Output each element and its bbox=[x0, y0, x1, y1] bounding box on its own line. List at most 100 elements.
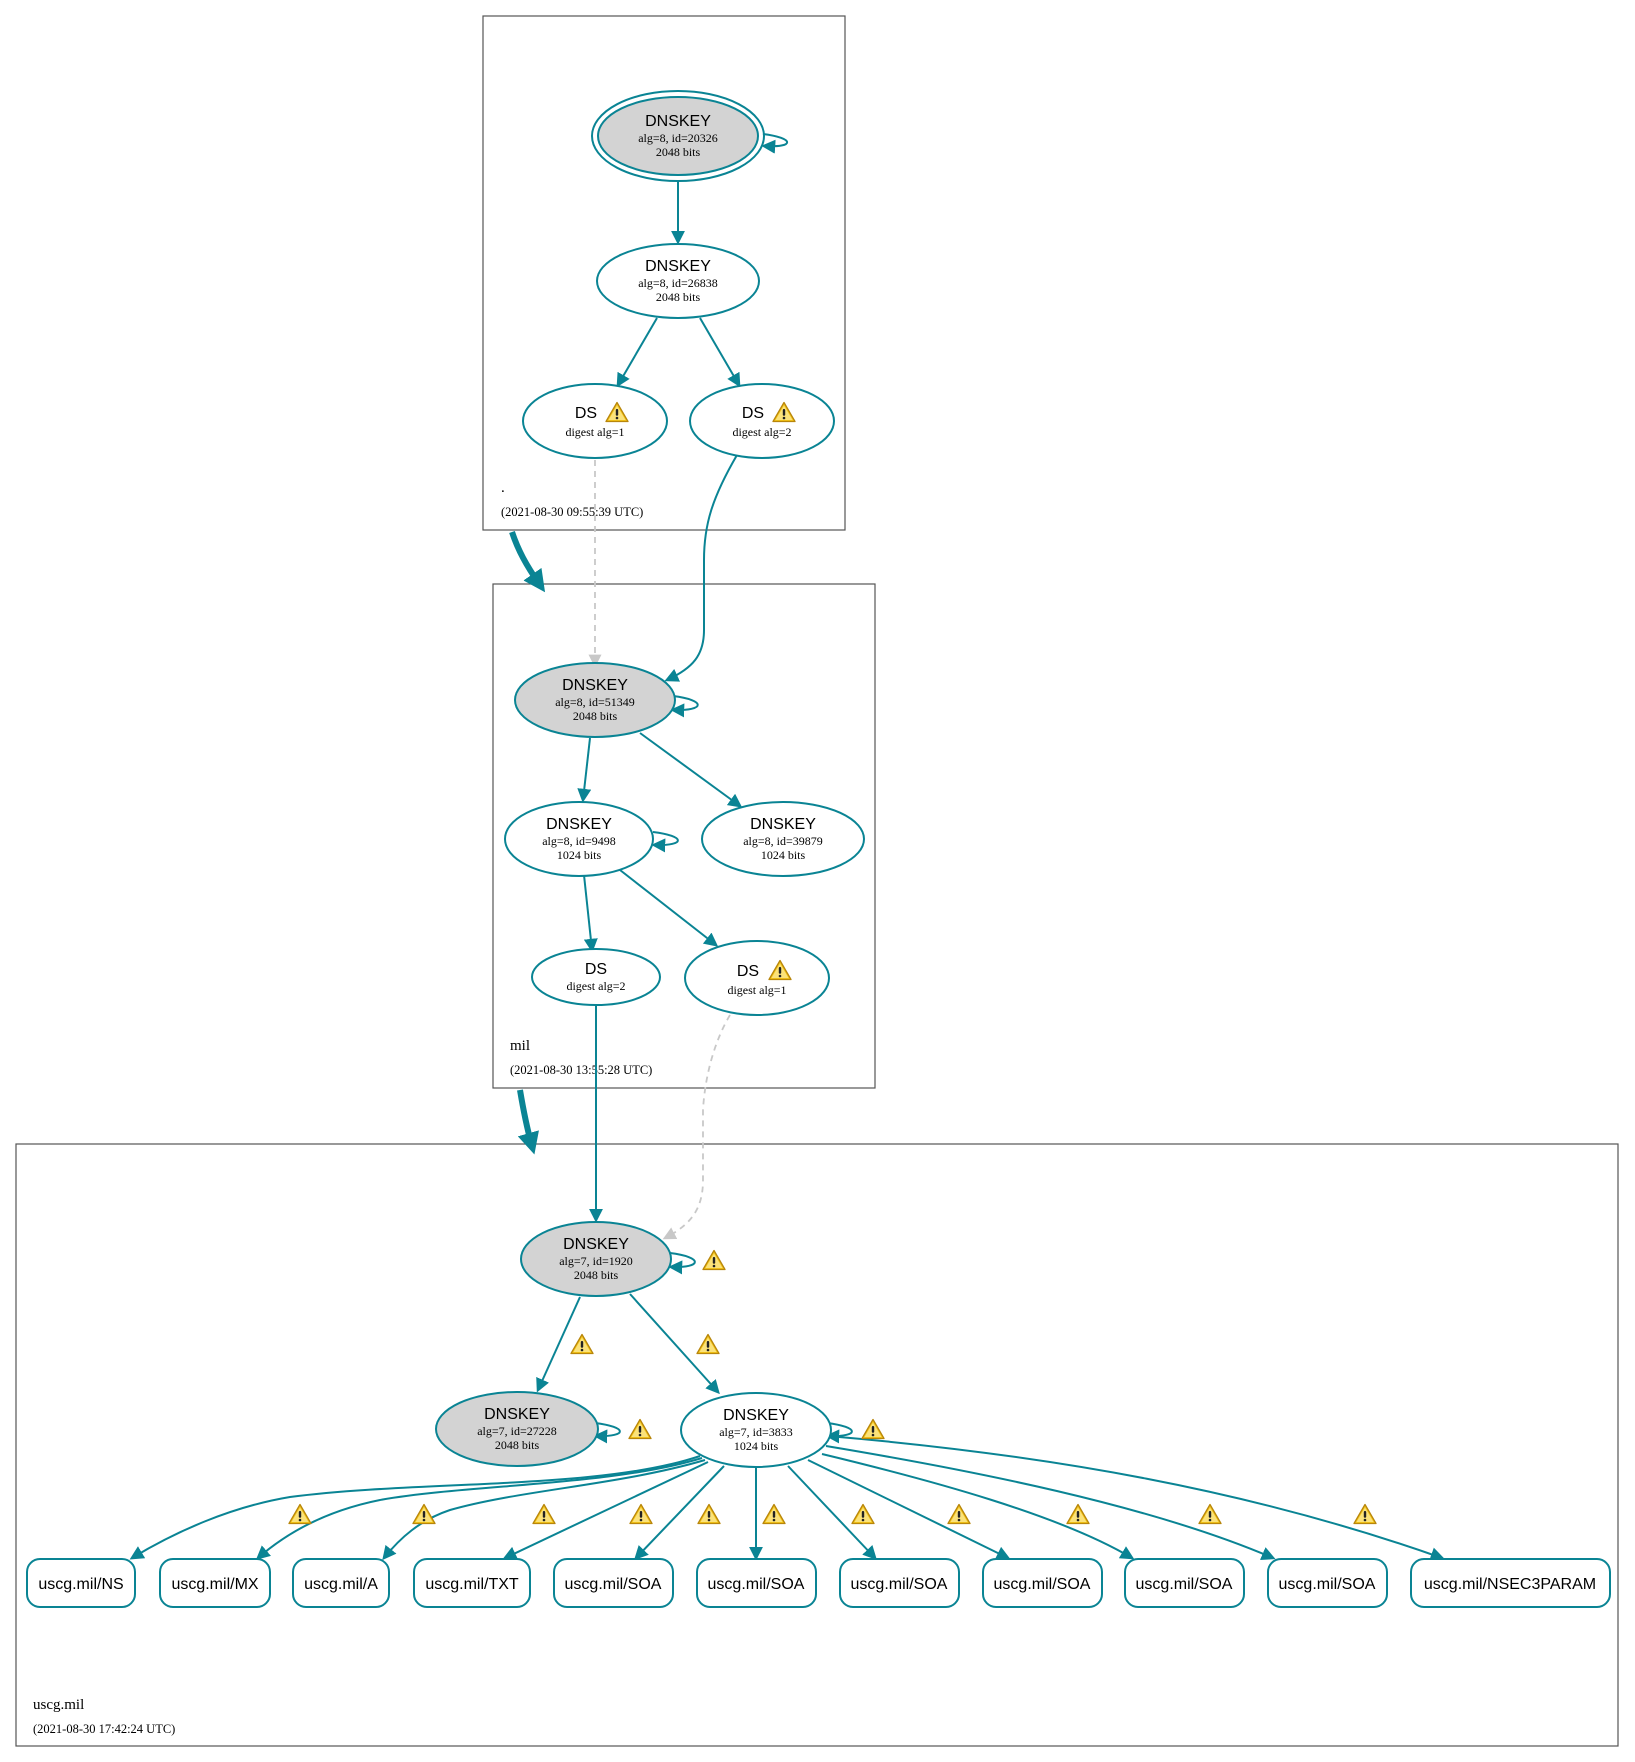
node-title: DNSKEY bbox=[645, 113, 711, 130]
node-digest-alg: digest alg=1 bbox=[565, 425, 624, 439]
delegation-arrow-root-to-mil bbox=[509, 531, 546, 593]
node-key-size: 2048 bits bbox=[573, 709, 618, 723]
edge-root-zsk-to-ds1 bbox=[616, 317, 658, 388]
edge-zsk-to-rrset-mx bbox=[255, 1457, 703, 1560]
node-key-size: 2048 bits bbox=[495, 1438, 540, 1452]
rrset-node[interactable]: uscg.mil/NSEC3PARAM bbox=[1410, 1558, 1611, 1608]
self-sign-edge bbox=[651, 831, 679, 853]
edge-zsk-to-rrset-nsec3param bbox=[827, 1435, 1445, 1561]
rrset-label: uscg.mil/MX bbox=[171, 1576, 258, 1593]
edge-zsk-to-rrset-soa-5 bbox=[821, 1453, 1135, 1560]
rrset-node[interactable]: uscg.mil/SOA bbox=[1124, 1558, 1245, 1608]
node-alg-id: alg=8, id=39879 bbox=[743, 834, 823, 848]
edge-mil-ksk-to-zsk1 bbox=[577, 737, 592, 803]
node-digest-alg: digest alg=2 bbox=[732, 425, 791, 439]
node-title: DNSKEY bbox=[484, 1406, 550, 1423]
dnskey-node-uscg-zsk[interactable]: DNSKEY alg=7, id=3833 1024 bits bbox=[680, 1392, 832, 1468]
node-alg-id: alg=8, id=20326 bbox=[638, 131, 718, 145]
dnskey-node-root-ksk[interactable]: DNSKEY alg=8, id=20326 2048 bits bbox=[591, 90, 765, 182]
node-title: DS bbox=[737, 963, 759, 980]
zone-root-name: . bbox=[501, 480, 505, 496]
node-key-size: 1024 bits bbox=[557, 848, 602, 862]
dnskey-node-uscg-ksk2[interactable]: DNSKEY alg=7, id=27228 2048 bits bbox=[435, 1391, 599, 1467]
node-digest-alg: digest alg=1 bbox=[727, 983, 786, 997]
self-sign-edge bbox=[593, 1422, 621, 1444]
edge-zsk-to-rrset-a bbox=[382, 1459, 706, 1561]
zone-uscg-timestamp: (2021-08-30 17:42:24 UTC) bbox=[33, 1722, 175, 1736]
ds-node-mil-ds1[interactable]: DS digest alg=1 bbox=[684, 940, 830, 1016]
node-title: DS bbox=[585, 961, 607, 978]
rrset-label: uscg.mil/SOA bbox=[708, 1576, 805, 1593]
node-title: DNSKEY bbox=[645, 258, 711, 275]
rrset-node[interactable]: uscg.mil/SOA bbox=[1267, 1558, 1388, 1608]
rrset-label: uscg.mil/SOA bbox=[851, 1576, 948, 1593]
rrset-node[interactable]: uscg.mil/TXT bbox=[413, 1558, 531, 1608]
rrset-label: uscg.mil/SOA bbox=[1136, 1576, 1233, 1593]
edge-mil-zsk1-to-ds1 bbox=[619, 869, 719, 947]
self-sign-edge bbox=[670, 695, 699, 718]
self-sign-edge bbox=[761, 133, 788, 154]
node-title: DNSKEY bbox=[750, 816, 816, 833]
edge-zsk-to-rrset-soa-6 bbox=[825, 1445, 1276, 1561]
delegation-arrow-mil-to-uscg bbox=[517, 1089, 539, 1155]
node-title: DNSKEY bbox=[723, 1407, 789, 1424]
edge-root-zsk-to-ds2 bbox=[699, 317, 741, 388]
edge-uscg-ksk-to-ksk2 bbox=[536, 1296, 581, 1393]
node-key-size: 1024 bits bbox=[761, 848, 806, 862]
node-title: DNSKEY bbox=[546, 816, 612, 833]
node-key-size: 2048 bits bbox=[656, 145, 701, 159]
rrset-label: uscg.mil/NS bbox=[38, 1576, 123, 1593]
edge-zsk-to-rrset-soa-3 bbox=[787, 1465, 877, 1561]
node-alg-id: alg=8, id=51349 bbox=[555, 695, 635, 709]
dnskey-node-root-zsk[interactable]: DNSKEY alg=8, id=26838 2048 bits bbox=[596, 243, 760, 319]
edge-zsk-to-rrset-soa-1 bbox=[634, 1465, 725, 1561]
rrset-label: uscg.mil/A bbox=[304, 1576, 378, 1593]
edge-zsk-to-rrset-txt bbox=[502, 1461, 709, 1560]
node-title: DNSKEY bbox=[563, 1236, 629, 1253]
node-alg-id: alg=7, id=1920 bbox=[559, 1254, 633, 1268]
ds-node-root-ds1[interactable]: DS digest alg=1 bbox=[522, 383, 668, 459]
self-sign-edge bbox=[668, 1252, 696, 1275]
zone-mil-name: mil bbox=[510, 1038, 530, 1054]
node-alg-id: alg=8, id=26838 bbox=[638, 276, 718, 290]
edge-root-ds2-to-mil-ksk bbox=[664, 454, 738, 682]
edge-uscg-ksk-to-zsk bbox=[629, 1293, 720, 1395]
node-key-size: 2048 bits bbox=[574, 1268, 619, 1282]
node-title: DS bbox=[742, 405, 764, 422]
rrset-label: uscg.mil/SOA bbox=[1279, 1576, 1376, 1593]
node-key-size: 1024 bits bbox=[734, 1439, 779, 1453]
rrset-node[interactable]: uscg.mil/SOA bbox=[553, 1558, 674, 1608]
node-key-size: 2048 bits bbox=[656, 290, 701, 304]
edge-mil-zsk1-to-ds2 bbox=[583, 874, 598, 953]
edge-zsk-to-rrset-soa-4 bbox=[807, 1459, 1011, 1560]
rrset-node[interactable]: uscg.mil/MX bbox=[159, 1558, 271, 1608]
rrset-node[interactable]: uscg.mil/SOA bbox=[982, 1558, 1103, 1608]
rrset-node[interactable]: uscg.mil/NS bbox=[26, 1558, 136, 1608]
node-alg-id: alg=7, id=27228 bbox=[477, 1424, 557, 1438]
zone-root-timestamp: (2021-08-30 09:55:39 UTC) bbox=[501, 505, 643, 519]
node-alg-id: alg=8, id=9498 bbox=[542, 834, 616, 848]
rrset-label: uscg.mil/NSEC3PARAM bbox=[1424, 1576, 1596, 1593]
rrset-label: uscg.mil/SOA bbox=[565, 1576, 662, 1593]
node-title: DNSKEY bbox=[562, 677, 628, 694]
zone-uscg-name: uscg.mil bbox=[33, 1697, 84, 1713]
edge-zsk-to-rrset-ns bbox=[129, 1455, 701, 1560]
dnskey-node-mil-ksk[interactable]: DNSKEY alg=8, id=51349 2048 bits bbox=[514, 662, 676, 738]
edge-dashed-mil-ds1-to-uscg-ksk bbox=[662, 1014, 731, 1240]
rrset-node[interactable]: uscg.mil/SOA bbox=[839, 1558, 960, 1608]
ds-node-mil-ds2[interactable]: DS digest alg=2 bbox=[531, 948, 661, 1006]
dnskey-node-mil-zsk1[interactable]: DNSKEY alg=8, id=9498 1024 bits bbox=[504, 801, 654, 877]
rrset-label: uscg.mil/SOA bbox=[994, 1576, 1091, 1593]
node-digest-alg: digest alg=2 bbox=[566, 979, 625, 993]
zone-mil-timestamp: (2021-08-30 13:55:28 UTC) bbox=[510, 1063, 652, 1077]
edge-mil-ksk-to-zsk2 bbox=[639, 732, 743, 808]
node-title: DS bbox=[575, 405, 597, 422]
rrset-node[interactable]: uscg.mil/A bbox=[292, 1558, 390, 1608]
node-alg-id: alg=7, id=3833 bbox=[719, 1425, 793, 1439]
ds-node-root-ds2[interactable]: DS digest alg=2 bbox=[689, 383, 835, 459]
dnskey-node-uscg-ksk[interactable]: DNSKEY alg=7, id=1920 2048 bits bbox=[520, 1221, 672, 1297]
rrset-node[interactable]: uscg.mil/SOA bbox=[696, 1558, 817, 1608]
rrset-label: uscg.mil/TXT bbox=[425, 1576, 519, 1593]
dnskey-node-mil-zsk2[interactable]: DNSKEY alg=8, id=39879 1024 bits bbox=[701, 801, 865, 877]
